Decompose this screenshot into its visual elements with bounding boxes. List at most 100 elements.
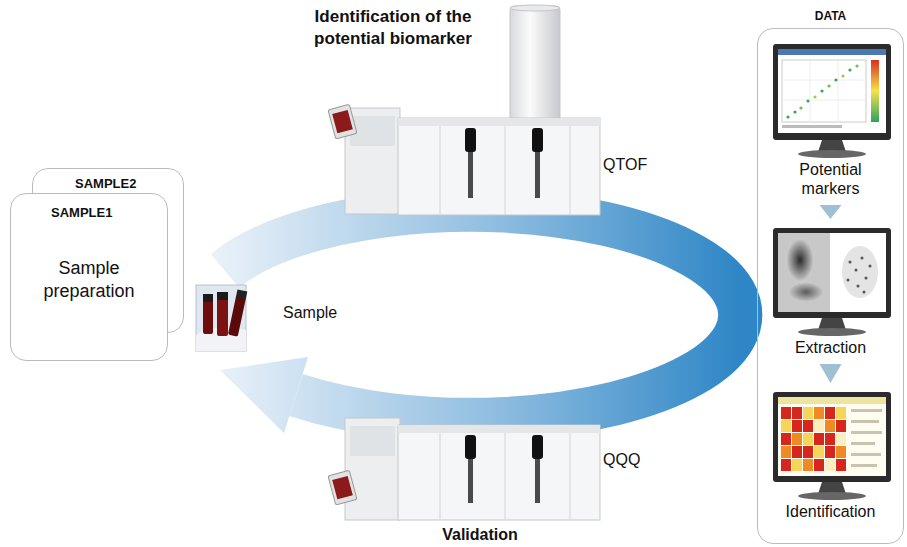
qqq-instrument bbox=[328, 418, 600, 520]
monitor-chart-part bbox=[813, 95, 816, 98]
monitor-chart-part bbox=[782, 100, 866, 101]
qqq-instrument-part bbox=[350, 426, 395, 456]
sample-vials-photo-part bbox=[217, 292, 228, 300]
monitor-heatmap-part bbox=[814, 420, 824, 432]
monitor-heatmap bbox=[773, 392, 891, 500]
sample-vials-photo-part bbox=[236, 290, 247, 300]
monitor-heatmap-part bbox=[814, 446, 824, 458]
node-heading: SAMPLE2 bbox=[33, 169, 183, 192]
qqq-instrument-part bbox=[535, 459, 540, 503]
monitor-scatter-part bbox=[778, 233, 830, 312]
node-heading: Identification bbox=[762, 502, 899, 525]
monitor-scatter-part bbox=[842, 246, 878, 298]
monitor-heatmap-part bbox=[851, 409, 882, 412]
monitor-scatter-part bbox=[849, 261, 852, 264]
sample-vials-photo-part bbox=[203, 294, 213, 302]
qtof-instrument-part bbox=[465, 128, 476, 152]
monitor-scatter-part bbox=[778, 233, 886, 312]
sample-vials-photo bbox=[196, 285, 247, 351]
qtof-instrument-part bbox=[535, 152, 540, 198]
monitor-heatmap-part bbox=[836, 433, 846, 445]
monitor-heatmap-part bbox=[781, 446, 791, 458]
monitor-heatmap-part bbox=[814, 407, 824, 419]
monitor-chart-part bbox=[806, 99, 809, 102]
step-arrow bbox=[820, 364, 842, 383]
qtof-instrument-part-part bbox=[328, 104, 357, 139]
monitor-scatter-part bbox=[788, 282, 824, 302]
monitor-heatmap-part bbox=[851, 442, 875, 445]
qqq-instrument-part bbox=[532, 435, 543, 459]
monitor-heatmap-part bbox=[778, 397, 886, 404]
sample-vials-photo-part bbox=[217, 298, 228, 336]
monitor-heatmap-part bbox=[781, 420, 791, 432]
monitor-scatter-part bbox=[773, 228, 891, 318]
qqq-instrument-part-part bbox=[332, 476, 353, 499]
monitor-scatter-part bbox=[857, 285, 860, 288]
monitor-chart-part bbox=[782, 80, 866, 81]
monitor-chart-part bbox=[786, 115, 789, 118]
monitor-heatmap-part bbox=[803, 459, 813, 471]
qqq-instrument-part bbox=[398, 425, 600, 520]
monitor-heatmap-part bbox=[836, 407, 846, 419]
node-heading: DATA bbox=[758, 9, 903, 23]
qtof-instrument-part bbox=[505, 126, 506, 215]
qtof-instrument bbox=[328, 5, 600, 215]
monitor-chart-part bbox=[841, 74, 844, 77]
sample-vials-photo-part bbox=[228, 295, 246, 336]
node-heading: SAMPLE1 bbox=[11, 194, 167, 221]
monitor-heatmap-part bbox=[836, 459, 846, 471]
monitor-chart-part bbox=[778, 49, 886, 55]
monitor-chart-part bbox=[810, 60, 811, 122]
monitor-heatmap-part bbox=[851, 464, 877, 467]
monitor-scatter-part bbox=[786, 238, 814, 282]
monitor-heatmap-part bbox=[825, 420, 835, 432]
monitor-heatmap-part bbox=[798, 492, 866, 500]
stage-heading: Identification of the potential biomarke… bbox=[313, 6, 473, 50]
monitor-heatmap-part bbox=[851, 420, 879, 423]
monitor-chart-part bbox=[855, 64, 858, 67]
monitor-chart-part bbox=[848, 68, 851, 71]
monitor-heatmap-part bbox=[836, 446, 846, 458]
qqq-instrument-part bbox=[468, 459, 473, 503]
monitor-heatmap-part bbox=[781, 459, 791, 471]
monitor-step: Extraction bbox=[762, 222, 899, 361]
qtof-instrument-part bbox=[398, 118, 600, 126]
monitor-chart-part bbox=[834, 78, 837, 81]
data-panel: DATAPotential markersExtractionIdentific… bbox=[757, 28, 904, 544]
monitor-scatter-part bbox=[855, 269, 858, 272]
qqq-instrument-part bbox=[505, 433, 506, 520]
qtof-instrument-part bbox=[398, 118, 600, 215]
sample-box: SAMPLE1Sample preparation bbox=[10, 193, 168, 361]
monitor-scatter-part bbox=[798, 328, 866, 336]
monitor-step: Identification bbox=[762, 386, 899, 525]
qtof-instrument-part bbox=[328, 104, 357, 139]
qqq-instrument-part bbox=[345, 418, 400, 520]
monitor-heatmap-part bbox=[781, 433, 791, 445]
qqq-instrument-part bbox=[570, 433, 571, 520]
qtof-instrument-part bbox=[468, 152, 473, 198]
monitor-heatmap-part bbox=[814, 459, 824, 471]
monitor-chart-part bbox=[782, 125, 842, 128]
monitor-chart-part bbox=[778, 49, 886, 133]
monitor-heatmap-part bbox=[814, 433, 824, 445]
step-label: Sample bbox=[283, 303, 353, 322]
instrument-name: QTOF bbox=[603, 155, 663, 174]
monitor-chart-part bbox=[820, 89, 823, 92]
monitor-heatmap-part bbox=[825, 446, 835, 458]
monitor-chart-part bbox=[827, 84, 830, 87]
monitor-heatmap-part bbox=[792, 420, 802, 432]
qqq-instrument-part bbox=[328, 470, 357, 505]
monitor-chart-part bbox=[799, 106, 802, 109]
monitor-heatmap-part bbox=[792, 459, 802, 471]
monitor-heatmap-part bbox=[803, 446, 813, 458]
monitor-heatmap-part bbox=[825, 433, 835, 445]
monitor-heatmap-part bbox=[792, 433, 802, 445]
monitor-heatmap-part bbox=[836, 420, 846, 432]
cycle-arrow-part bbox=[225, 210, 740, 420]
node-heading: Potential markers bbox=[762, 160, 899, 202]
monitor-heatmap-part bbox=[851, 453, 881, 456]
sample-vials-photo-part bbox=[203, 300, 213, 334]
